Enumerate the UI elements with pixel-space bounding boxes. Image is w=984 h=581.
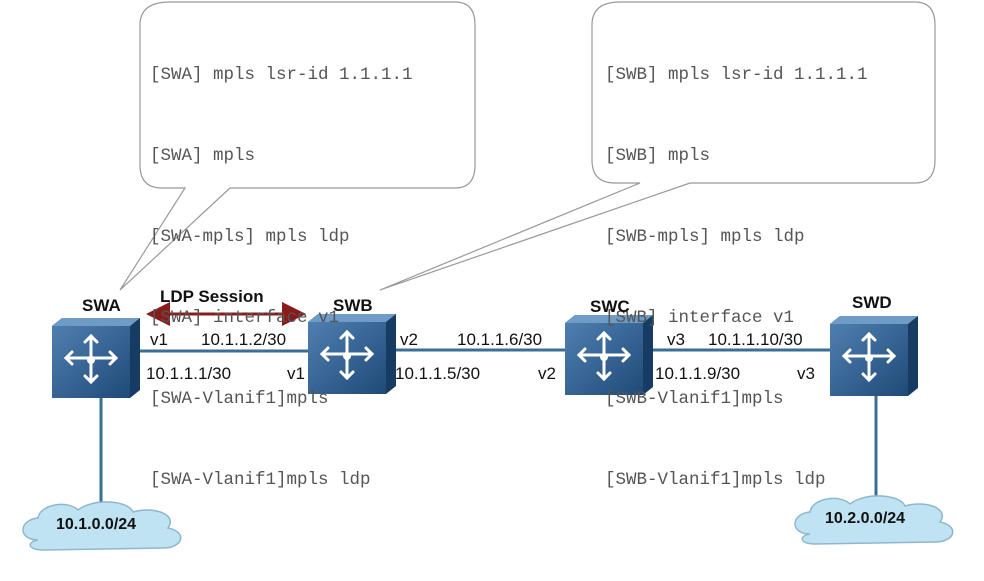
network-right-label: 10.2.0.0/24: [825, 510, 906, 527]
cmd-line: [SWB-Vlanif1]mpls: [605, 389, 784, 409]
swc-v2-if: v2: [538, 364, 556, 383]
cmd-line: [SWA-Vlanif1]mpls ldp: [150, 470, 371, 490]
device-swd-label: SWD: [852, 293, 892, 312]
switch-swa-icon: [50, 316, 142, 400]
cmd-line: [SWB-mpls] mpls ldp: [605, 227, 805, 247]
swb-v1-ip: 10.1.1.2/30: [201, 330, 287, 349]
cmd-line: [SWB-Vlanif1]mpls ldp: [605, 470, 826, 490]
callout-swa: [SWA] mpls lsr-id 1.1.1.1 [SWA] mpls [SW…: [150, 8, 413, 521]
cmd-line: [SWA-mpls] mpls ldp: [150, 227, 350, 247]
device-swa-label: SWA: [82, 296, 121, 315]
swa-ip: 10.1.1.1/30: [146, 364, 232, 383]
swc-v2-ip: 10.1.1.6/30: [457, 330, 543, 349]
cmd-line: [SWA] mpls: [150, 146, 256, 166]
callout-swb-shape: [379, 1, 936, 291]
swd-v3-ip: 10.1.1.10/30: [708, 330, 803, 349]
callout-swa-shape: [119, 1, 476, 291]
ldp-session-label: LDP Session: [160, 287, 264, 306]
network-left-label: 10.1.0.0/24: [56, 516, 137, 533]
cmd-line: [SWA-Vlanif1]mpls: [150, 389, 329, 409]
cmd-line: [SWA] interface v1: [150, 308, 340, 328]
cmd-line: [SWB] interface v1: [605, 308, 795, 328]
cmd-line: [SWB] mpls lsr-id 1.1.1.1: [605, 65, 868, 85]
device-swb-label: SWB: [333, 296, 373, 315]
swc-v3-ip: 10.1.1.9/30: [655, 364, 741, 383]
swc-v3-if: v3: [667, 330, 685, 349]
callout-swb: [SWB] mpls lsr-id 1.1.1.1 [SWB] mpls [SW…: [605, 8, 868, 521]
device-swc-label: SWC: [590, 297, 630, 316]
cmd-line: [SWA] mpls lsr-id 1.1.1.1: [150, 65, 413, 85]
swd-v3-if: v3: [797, 364, 815, 383]
swb-v1-if: v1: [287, 364, 305, 383]
cmd-line: [SWB] mpls: [605, 146, 711, 166]
swa-if: v1: [150, 330, 168, 349]
swb-v2-if: v2: [400, 330, 418, 349]
swb-v2-ip: 10.1.1.5/30: [395, 364, 481, 383]
